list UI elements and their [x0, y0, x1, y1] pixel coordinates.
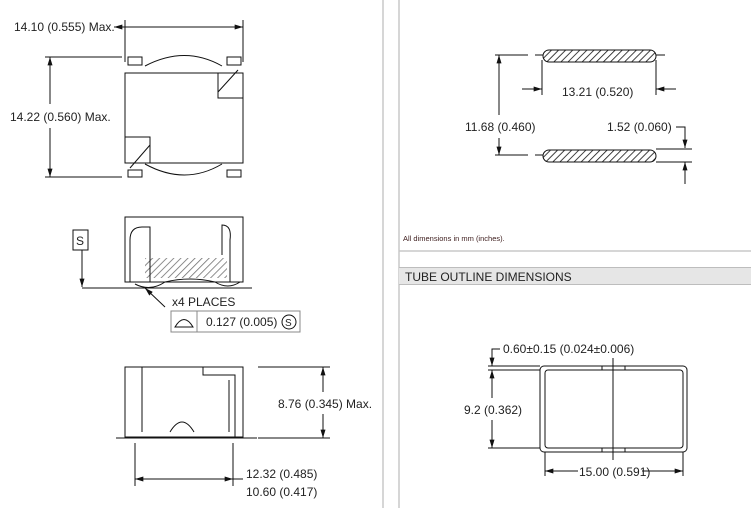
top-view: 14.10 (0.555) Max. 14.22 (0.560) Max.: [10, 20, 244, 178]
places-label: x4 PLACES: [172, 295, 235, 309]
pad-layout: 11.68 (0.460) 13.21 (0.520) 1.52 (0.060): [465, 49, 692, 184]
top-height-label: 14.22 (0.560) Max.: [10, 110, 111, 124]
datum-label: S: [76, 234, 84, 248]
pad-top: [542, 49, 657, 63]
pad-bottom: [542, 149, 657, 163]
tube-section-header: TUBE OUTLINE DIMENSIONS: [399, 267, 751, 285]
tube-height-label: 9.2 (0.362): [464, 403, 522, 417]
side-view: S x4 PLACES 0.127 (0.005) S: [72, 216, 301, 333]
pad-span-label: 11.68 (0.460): [465, 120, 536, 134]
modifier-circle-icon: [281, 314, 297, 330]
front-view: 8.76 (0.345) Max. 12.32 (0.485) 10.60 (0…: [116, 366, 372, 499]
profile-symbol-icon: [174, 319, 194, 328]
datum-box: [72, 229, 89, 251]
front-width-label-1: 12.32 (0.485): [246, 467, 317, 481]
front-width-label-2: 10.60 (0.417): [246, 485, 317, 499]
tolerance-value: 0.127 (0.005): [206, 315, 277, 329]
front-height-label: 8.76 (0.345) Max.: [278, 397, 372, 411]
tube-outline: 0.60±0.15 (0.024±0.006) 9.2 (0.362) 15.0…: [464, 342, 688, 479]
dimensions-note: All dimensions in mm (inches).: [403, 234, 505, 243]
tube-width-label: 15.00 (0.591): [579, 465, 650, 479]
tube-wall-label: 0.60±0.15 (0.024±0.006): [503, 342, 634, 356]
top-width-label: 14.10 (0.555) Max.: [14, 20, 115, 34]
pad-width-label: 1.52 (0.060): [607, 120, 672, 134]
pad-length-label: 13.21 (0.520): [562, 85, 633, 99]
modifier-label: S: [285, 318, 292, 329]
feature-control-frame: [170, 310, 301, 333]
